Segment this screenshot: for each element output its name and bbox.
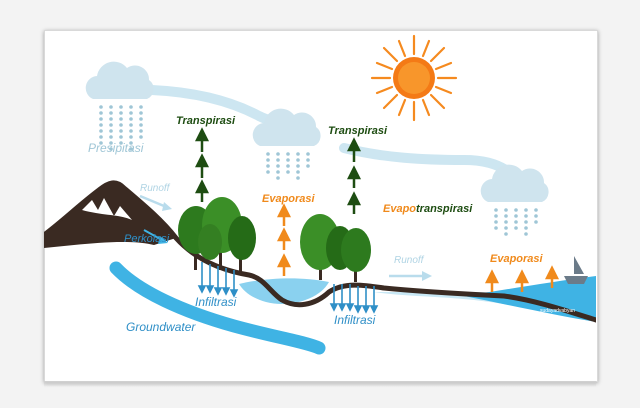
- rain-drops-right: [494, 208, 538, 236]
- label-evapotranspirasi: Evapotranspirasi: [383, 204, 472, 215]
- label-runoff-right: Runoff: [394, 255, 424, 266]
- label-infiltrasi-right: Infiltrasi: [334, 313, 376, 327]
- label-evapo: Evapo: [383, 203, 417, 215]
- frame-shadow: [44, 381, 596, 387]
- mountain-snow-cap: [82, 198, 132, 220]
- label-runoff-left: Runoff: [140, 183, 170, 194]
- watermark: sudayadvabyan: [540, 308, 576, 314]
- rain-drops-center: [266, 152, 310, 180]
- label-transpirasi-suffix: transpirasi: [416, 203, 473, 215]
- boat-icon: [564, 256, 588, 284]
- label-infiltrasi-left: Infiltrasi: [195, 295, 237, 309]
- evaporation-arrows-right: [484, 265, 560, 292]
- evaporation-arrows-center: [276, 203, 292, 276]
- label-evaporasi-center: Evaporasi: [262, 193, 315, 205]
- label-evaporasi-right: Evaporasi: [490, 253, 543, 265]
- label-transpirasi-left: Transpirasi: [176, 115, 236, 127]
- cloud-icon-left: [85, 61, 154, 151]
- trees-left: [178, 197, 256, 272]
- label-groundwater: Groundwater: [126, 320, 196, 334]
- lake-water: [239, 278, 329, 304]
- transpiration-arrows-left: [194, 127, 210, 202]
- trees-right: [300, 214, 371, 282]
- air-flow-band-right: [339, 143, 511, 175]
- label-transpirasi-right: Transpirasi: [328, 125, 388, 137]
- runoff-arrow-left-icon: [139, 194, 172, 211]
- cloud-icon-right: [480, 164, 549, 236]
- label-perkolasi: Perkolasi: [124, 233, 170, 245]
- cloud-icon-center: [252, 108, 321, 180]
- water-cycle-diagram: [44, 34, 596, 355]
- label-presipitasi: Presipitasi: [88, 141, 144, 155]
- transpiration-arrows-right: [346, 137, 362, 214]
- groundwater-band: [109, 261, 326, 355]
- infiltration-arrows-right: [329, 284, 379, 314]
- runoff-arrow-right-icon: [389, 271, 432, 281]
- percolation-arrow-icon: [143, 229, 168, 244]
- sun-icon: [370, 34, 458, 122]
- rain-drops-left: [99, 105, 143, 151]
- mountain-fill: [44, 182, 176, 248]
- infiltration-arrows-left: [197, 262, 239, 298]
